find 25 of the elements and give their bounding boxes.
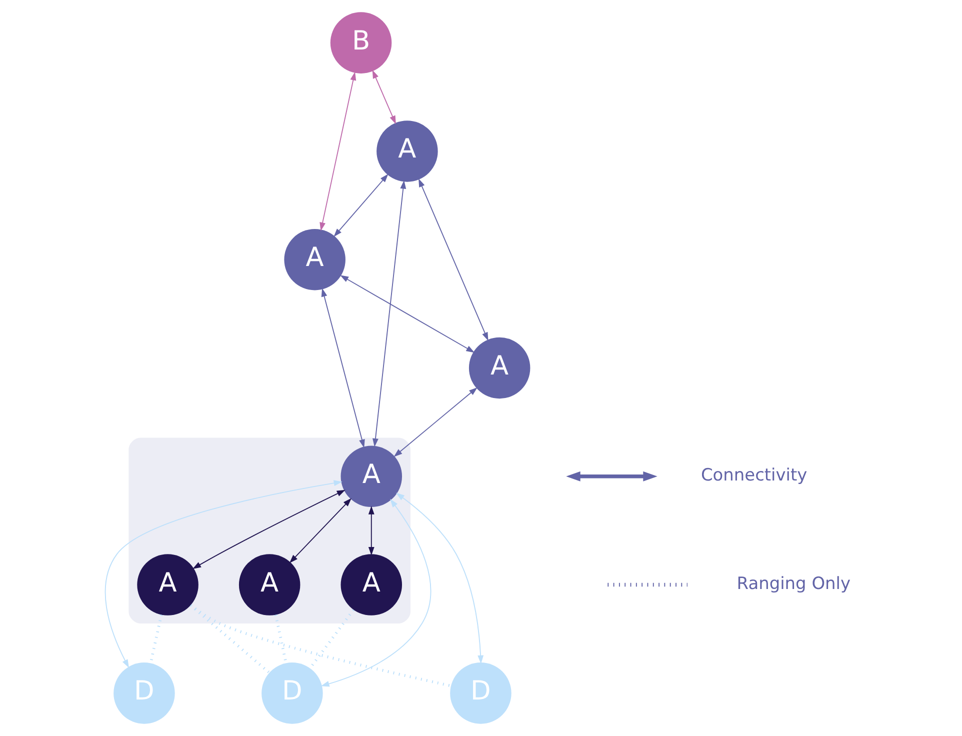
arrow: [393, 387, 477, 457]
arrow: [333, 174, 388, 237]
node-circle: B: [330, 12, 392, 74]
arrow: [418, 178, 488, 341]
legend-label: Connectivity: [700, 464, 807, 485]
node-circle: A: [136, 554, 198, 616]
arrow: [104, 480, 342, 668]
arrow: [320, 498, 431, 687]
node-circle: D: [261, 662, 322, 724]
connector: [274, 614, 287, 664]
arrow: [395, 492, 484, 664]
arrow: [320, 288, 364, 448]
node-circle: D: [113, 662, 174, 724]
arrow: [340, 275, 474, 353]
arrow: [368, 506, 374, 556]
legend-label: Ranging Only: [736, 572, 850, 593]
connector: [189, 604, 270, 674]
arrow: [319, 72, 356, 231]
arrow: [372, 180, 406, 448]
node-circle: A: [340, 554, 402, 616]
connector: [189, 604, 450, 688]
node-circle: D: [450, 662, 511, 724]
arrow: [372, 70, 396, 124]
arrow: [192, 490, 345, 569]
arrow: [288, 498, 352, 564]
